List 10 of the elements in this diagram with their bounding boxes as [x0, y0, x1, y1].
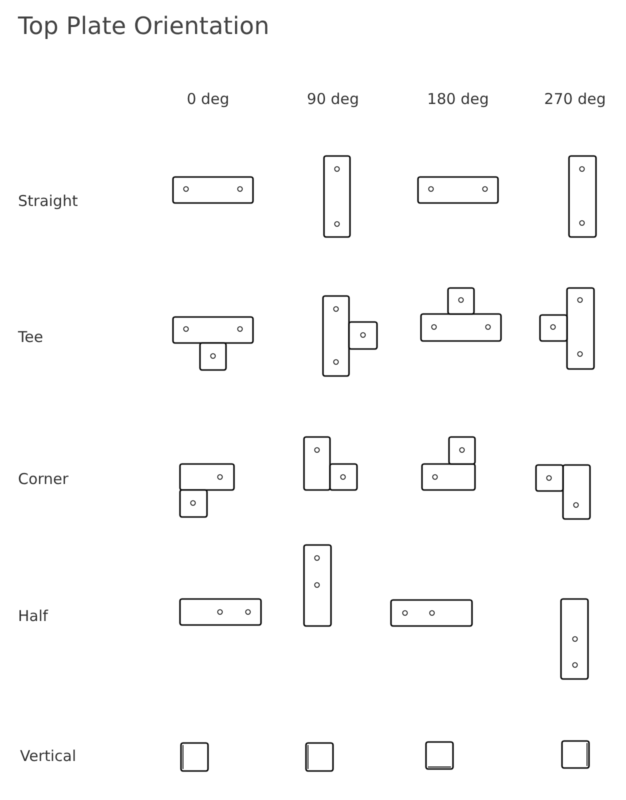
column-header: 0 deg [186, 90, 230, 108]
column-header: 90 deg [306, 90, 360, 108]
column-header: 270 deg [544, 90, 606, 108]
row-header: Corner [18, 470, 68, 488]
row-header: Vertical [20, 747, 76, 765]
column-header: 180 deg [427, 90, 489, 108]
diagram-title: Top Plate Orientation [18, 12, 270, 40]
row-header: Tee [18, 328, 44, 346]
row-header: Straight [18, 192, 78, 210]
row-header: Half [18, 607, 48, 625]
